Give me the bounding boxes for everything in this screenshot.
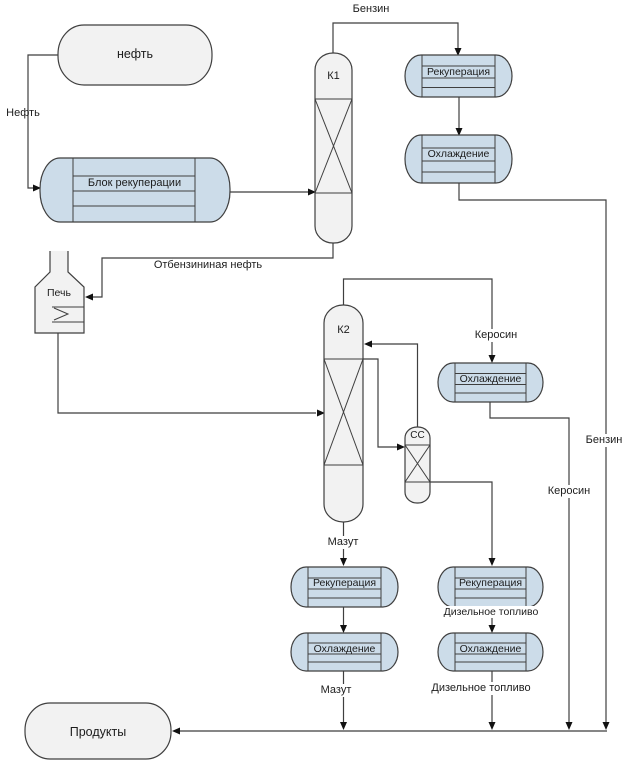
- cool-kerosin-label: Охлаждение: [459, 373, 522, 385]
- cool-benzin-label: Охлаждение: [427, 148, 490, 160]
- furnace-body: [34, 251, 85, 334]
- exchanger-recup-benzin: [404, 54, 513, 98]
- arrowhead: [317, 409, 325, 417]
- recup-benzin-label: Рекуперация: [426, 66, 491, 78]
- oil-tank-label: нефть: [116, 47, 154, 61]
- oil-tank: [57, 24, 213, 86]
- products-tank: [24, 702, 172, 760]
- arrowhead: [397, 443, 405, 451]
- pipe-benzin-right: [458, 183, 607, 722]
- stream-label-benzin-top: Бензин: [352, 3, 390, 15]
- stream-label-neft: Нефть: [6, 107, 40, 119]
- stream-label-kerosin: Керосин: [468, 329, 524, 342]
- furnace-coil-zigzag: [53, 307, 70, 321]
- recovery-block-label: Блок рекуперации: [87, 177, 182, 189]
- arrowhead: [364, 340, 372, 348]
- arrowhead: [455, 128, 463, 136]
- arrowhead: [602, 722, 610, 730]
- arrowhead: [488, 558, 496, 566]
- pipe-kerosin: [342, 278, 493, 355]
- pipes: [27, 22, 610, 735]
- arrowhead: [565, 722, 573, 730]
- pipe-k2-cc: [363, 358, 397, 448]
- arrowhead: [488, 722, 496, 730]
- stream-label-benzin-right: Бензин: [579, 434, 626, 447]
- stream-label-kerosin-right: Керосин: [544, 485, 594, 498]
- column-k2: [323, 304, 364, 523]
- column-k1-label: К1: [327, 70, 340, 82]
- furnace-label: Печь: [47, 287, 71, 299]
- pipe-benzin-top: [332, 22, 459, 53]
- stream-label-mazut-top: Мазут: [320, 536, 366, 549]
- exchanger-recovery-block: [39, 157, 231, 223]
- recup-dizel-label: Рекуперация: [458, 577, 523, 589]
- arrowhead: [454, 48, 462, 56]
- cool-mazut-label: Охлаждение: [313, 643, 376, 655]
- arrowhead: [488, 625, 496, 633]
- pipe-kerosin-right: [489, 402, 570, 722]
- arrowhead: [308, 188, 316, 196]
- pipe-dizel: [430, 481, 493, 559]
- exchanger-recup-mazut: [290, 566, 399, 608]
- column-k2-label: К2: [337, 324, 350, 336]
- arrowhead: [172, 727, 180, 735]
- furnace: [34, 251, 85, 334]
- arrowhead: [488, 355, 496, 363]
- column-cc-label: СС: [410, 430, 425, 441]
- arrowhead: [340, 558, 347, 566]
- recup-mazut-label: Рекуперация: [312, 577, 377, 589]
- arrowhead: [33, 184, 41, 192]
- arrowhead: [340, 625, 347, 633]
- column-cc: [404, 426, 431, 504]
- exchanger-cool-kerosin: [437, 362, 544, 403]
- column-k1: [314, 52, 353, 244]
- stream-label-otbenzinennaya: Отбензининая нефть: [150, 259, 266, 272]
- pipe-furnace-k2: [57, 322, 316, 414]
- exchanger-cool-mazut: [290, 632, 399, 672]
- pipe-cc-return: [372, 343, 419, 427]
- stream-label-dizel-mid: Дизельное топливо: [441, 606, 541, 618]
- pipe-neft: [27, 54, 58, 189]
- cool-dizel-label: Охлаждение: [459, 643, 522, 655]
- products-tank-label: Продукты: [69, 725, 127, 739]
- arrowhead: [85, 293, 93, 301]
- exchanger-cool-benzin: [404, 134, 513, 184]
- pipe-otbenzinennaya: [93, 243, 334, 298]
- stream-label-dizel-bottom: Дизельное топливо: [428, 682, 534, 695]
- arrowhead: [340, 722, 347, 730]
- exchanger-cool-dizel: [437, 632, 544, 672]
- stream-label-mazut-bottom: Мазут: [313, 684, 359, 697]
